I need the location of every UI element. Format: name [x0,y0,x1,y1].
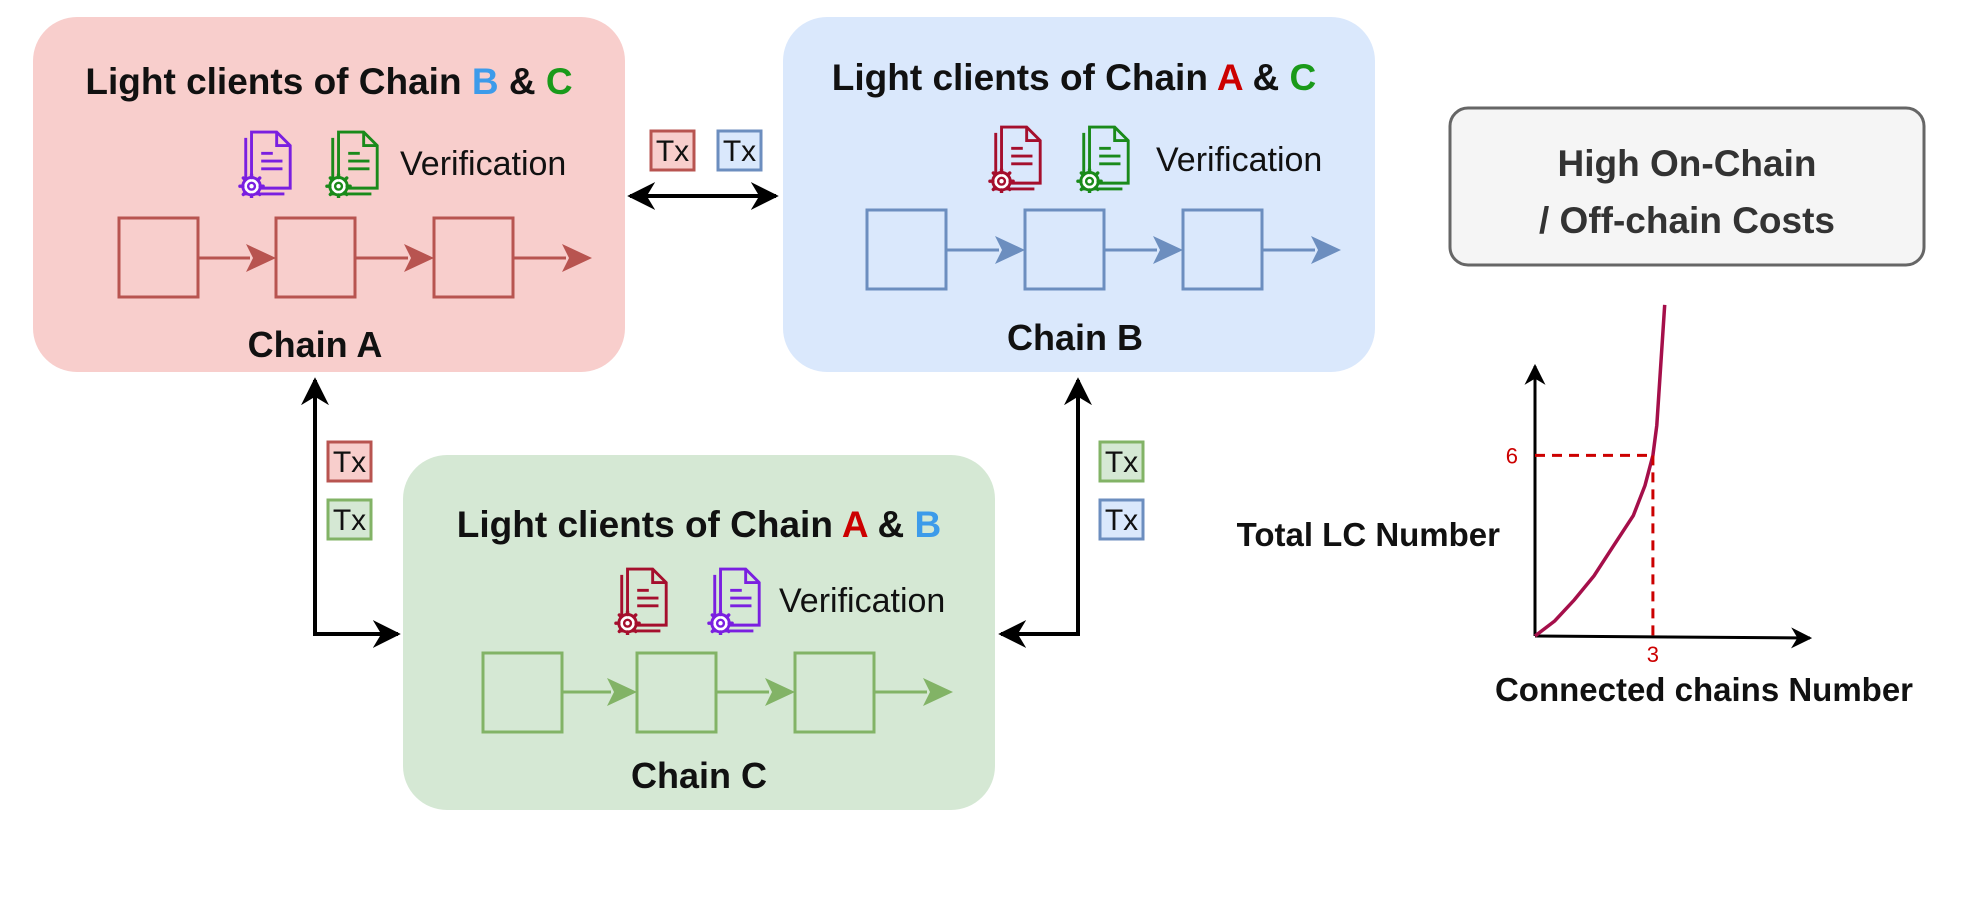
svg-text:Tx: Tx [333,446,366,479]
y-axis-label: Total LC Number [1237,516,1501,553]
chain-b-lc-title-first: A [1217,57,1243,98]
chain-b-lc-title: Light clients of Chain A & C [832,57,1316,98]
chain-a-lc-title-second: C [546,61,573,102]
chain-c-label: Chain C [631,755,767,796]
lc-curve [1533,304,1667,638]
svg-text:Tx: Tx [1105,504,1138,537]
svg-text:Tx: Tx [723,135,756,168]
x-axis-label: Connected chains Number [1495,671,1913,708]
chain-b-panel: Light clients of Chain A & C Verificatio… [783,17,1375,372]
chain-b-label: Chain B [1007,317,1143,358]
chain-c-lc-title-second: B [914,504,941,545]
tx-badge: Tx [649,129,696,172]
y-tick-label: 6 [1506,443,1518,468]
chain-c-lc-title: Light clients of Chain A & B [457,504,941,545]
svg-text:Tx: Tx [1105,446,1138,479]
chain-c-lc-title-first: A [842,504,868,545]
chain-a-lc-title-first: B [472,61,499,102]
cost-box: High On-Chain / Off-chain Costs [1448,106,1926,267]
chain-a-panel: Light clients of Chain B & C Verificatio… [33,17,625,372]
svg-text:Tx: Tx [656,135,689,168]
chain-a-lc-title: Light clients of Chain B & C [85,61,572,102]
chart-x-axis [1534,627,1813,649]
chain-a-links [198,244,592,272]
svg-text:Tx: Tx [333,504,366,537]
chain-b-lc-title-second: C [1289,57,1316,98]
chain-b-verification-label: Verification [1156,141,1322,179]
x-tick-label: 3 [1647,642,1659,667]
connector-b-c [998,377,1092,648]
chain-c-background [403,455,995,810]
cost-box-line-1: High On-Chain [1558,143,1817,184]
chain-a-verification-label: Verification [400,145,566,183]
connector-a-c [301,377,401,648]
chain-c-panel: Light clients of Chain A & B Verificatio… [403,455,995,810]
tx-badge: Tx [1098,498,1145,541]
tx-badge: Tx [716,129,763,172]
lc-growth-chart: 6 3 Total LC Number Connected chains Num… [1237,304,1913,708]
chain-a-label: Chain A [248,324,383,365]
chain-c-links [562,678,953,706]
cost-box-line-2: / Off-chain Costs [1539,200,1835,241]
tx-badge: Tx [326,498,373,541]
tx-badge: Tx [326,440,373,483]
tx-badge: Tx [1098,440,1145,483]
chain-b-background [783,17,1375,372]
chain-c-verification-label: Verification [779,582,945,620]
chain-b-links [946,236,1341,264]
